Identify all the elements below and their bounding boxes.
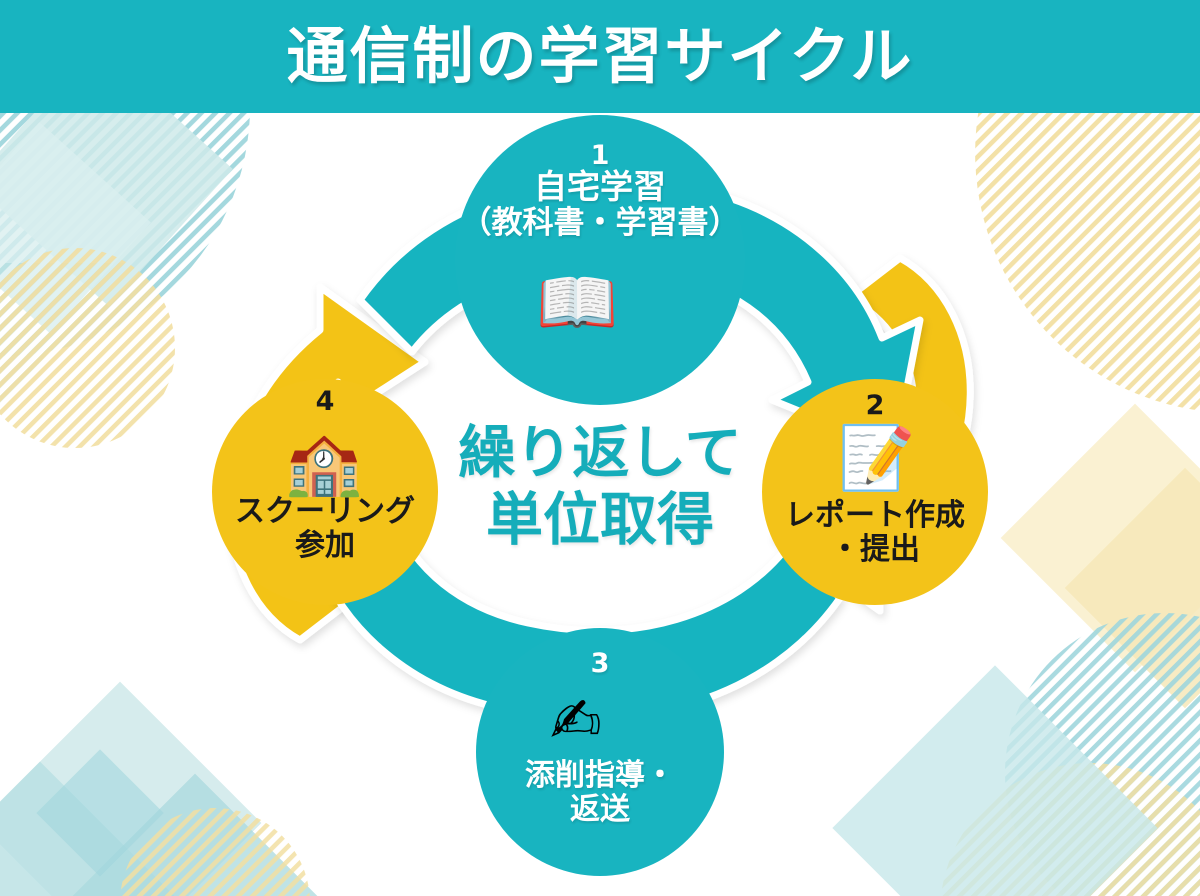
- cycle-node-2-label-line2: ・提出: [830, 531, 920, 567]
- cycle-node-3-number: 3: [590, 648, 610, 679]
- cycle-node-2-label-line1: レポート作成: [785, 498, 965, 533]
- center-message-line2: 単位取得: [486, 487, 714, 554]
- open-book-icon: 📖: [536, 264, 619, 341]
- notepad-pen-icon: 📝: [838, 421, 916, 494]
- cycle-node-1-sublabel: （教科書・学習書）: [460, 204, 740, 241]
- center-message: 繰り返して 単位取得: [430, 420, 770, 555]
- cycle-node-3-label-line2: 返送: [570, 791, 630, 827]
- cycle-node-1-number: 1: [590, 140, 610, 171]
- cycle-node-1[interactable]: [455, 115, 745, 405]
- cycle-node-2-text: 2 レポート作成 ・提出: [760, 392, 990, 566]
- deco-bottom-left-striped-circle: [120, 808, 310, 896]
- cycle-node-3-text: 3 添削指導・ 返送: [480, 650, 720, 826]
- cycle-node-4-label-line2: 参加: [295, 527, 355, 563]
- school-building-icon: 🏫: [285, 426, 363, 499]
- deco-left-striped-circle: [0, 248, 175, 448]
- cycle-node-4[interactable]: [212, 379, 438, 605]
- deco-top-right-striped-quarter-circle: [975, 113, 1200, 411]
- cycle-node-2-number: 2: [865, 390, 885, 421]
- cycle-node-3[interactable]: [476, 628, 724, 876]
- cycle-node-4-label-line1: スクーリング: [235, 494, 415, 529]
- header-bar: 通信制の学習サイクル: [0, 0, 1200, 113]
- deco-bottom-right-solid-square: [832, 665, 1158, 896]
- background-decorations: [0, 113, 1200, 896]
- cycle-node-2[interactable]: [762, 379, 988, 605]
- cycle-node-1-label: 自宅学習: [534, 167, 666, 206]
- page-title: 通信制の学習サイクル: [286, 21, 914, 92]
- cycle-node-4-text: 4 スクーリング 参加: [210, 388, 440, 562]
- center-message-line1: 繰り返して: [458, 420, 742, 486]
- cycle-node-3-label-line1: 添削指導・: [525, 758, 675, 793]
- cycle-node-1-text: 1 自宅学習 （教科書・学習書）: [420, 142, 780, 241]
- hand-writing-document-icon: ✍: [550, 684, 602, 757]
- cycle-node-4-number: 4: [315, 386, 335, 417]
